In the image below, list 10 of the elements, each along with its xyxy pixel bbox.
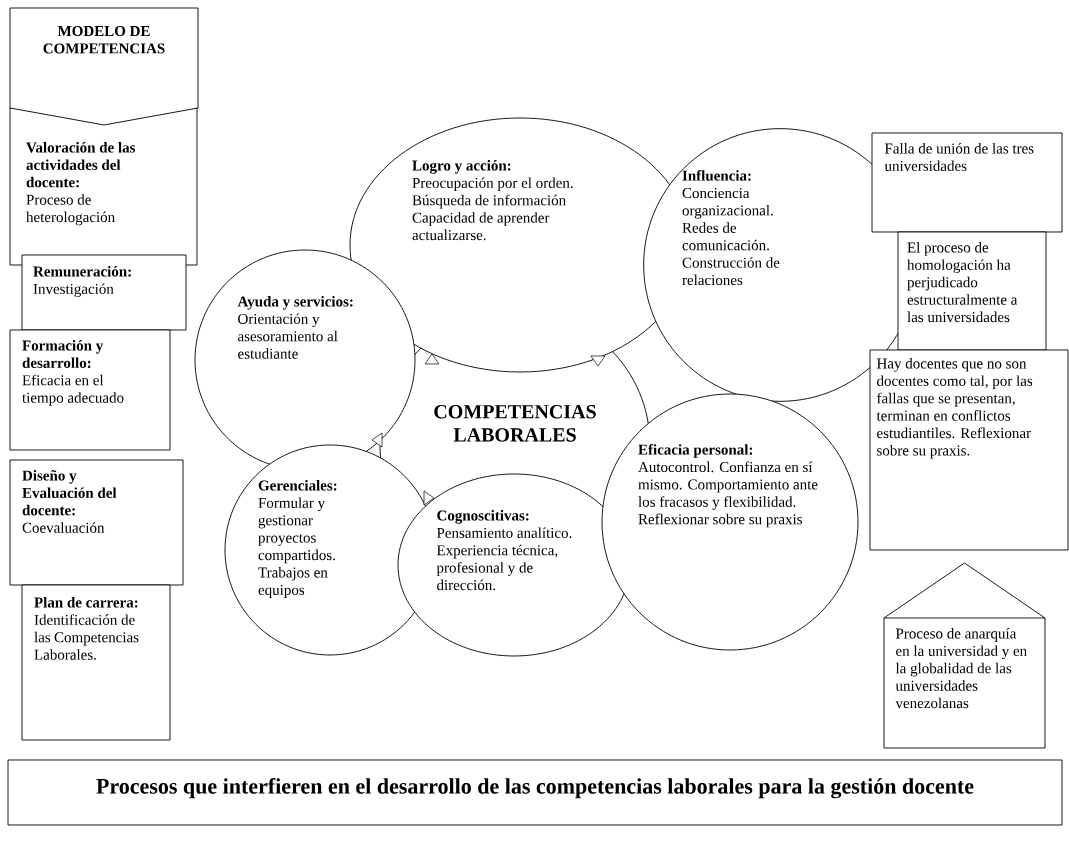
text-box: Plan de carrera: Identificación de las Competencias Laborales. (21, 584, 171, 741)
house-box: Proceso de anarquía en la universidad y en la globalidad de las universidades venezolanas (883, 562, 1046, 749)
text-box: Falla de unión de las tres universidades (871, 132, 1063, 233)
header-box: MODELO DE COMPETENCIAS (9, 7, 199, 126)
banner-box: Procesos que interfieren en el desarrollo de las competencias laborales para la gestión docente (7, 759, 1063, 826)
text-box: Remuneración: Investigación (21, 254, 187, 331)
text-box: Formación y desarrollo: Eficacia en el tiempo adecuado (9, 329, 171, 451)
text-box: El proceso de homologación ha perjudicado estructuralmente a las universidades (897, 231, 1047, 351)
text-box: Diseño y Evaluación del docente: Coevaluación (9, 459, 184, 586)
central-label: COMPETENCIAS LABORALES (434, 405, 596, 442)
